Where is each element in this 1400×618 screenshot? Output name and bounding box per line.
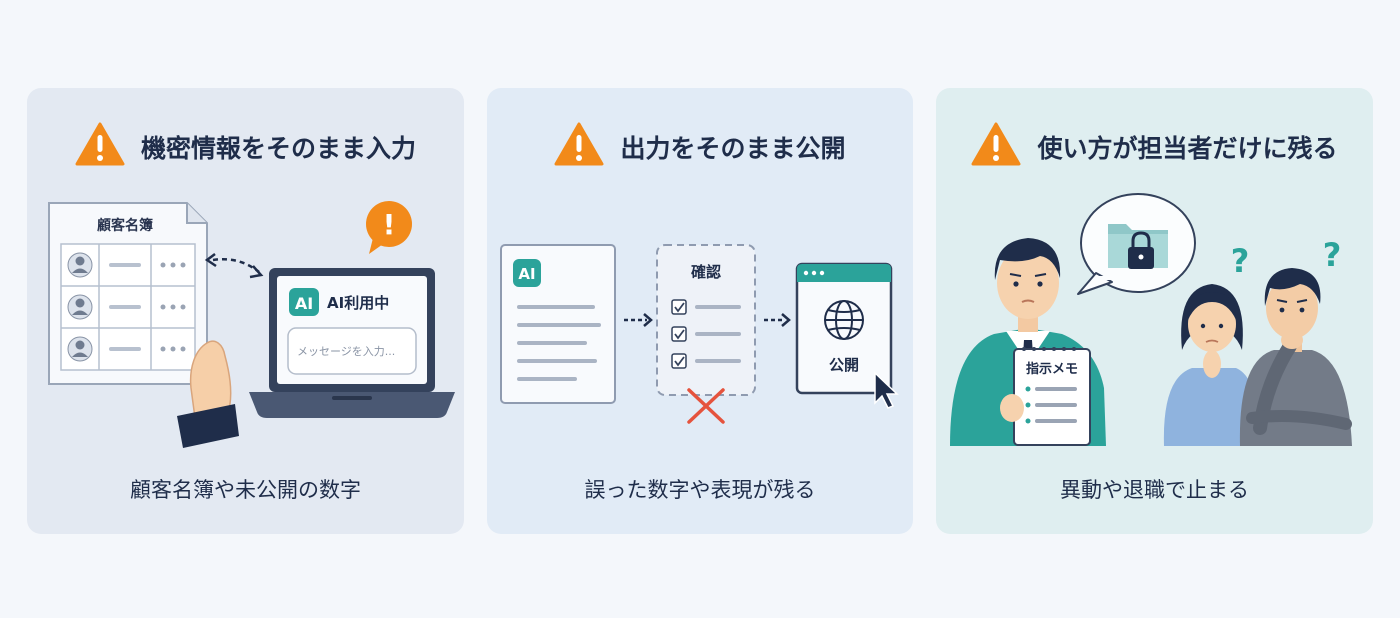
panel-publish-output: 出力をそのまま公開 AI 確認 (487, 88, 913, 534)
globe-icon (824, 300, 864, 340)
panel-confidential-input: 機密情報をそのまま入力 顧客名簿 (27, 88, 464, 534)
panel-title: 使い方が担当者だけに残る (936, 128, 1373, 166)
ai-badge-icon (289, 288, 319, 316)
customer-list-document: 顧客名簿 (48, 202, 208, 385)
panel-title: 出力をそのまま公開 (487, 128, 913, 166)
panel-title: 機密情報をそのまま入力 (27, 128, 464, 166)
memo-title: 指示メモ (1026, 361, 1078, 377)
review-title: 確認 (690, 263, 721, 281)
user-icon (67, 252, 93, 278)
user-icon (67, 336, 93, 362)
checkbox-icon (671, 353, 687, 369)
lock-icon (1128, 231, 1154, 269)
message-input-placeholder: メッセージを入力... (297, 345, 395, 358)
cursor-icon (874, 371, 899, 409)
question-mark: ? (1231, 242, 1250, 280)
confidential-illustration: 顧客名簿 (48, 201, 455, 448)
person-with-memo: 指示メモ (950, 238, 1106, 446)
hand-illustration (177, 340, 239, 448)
data-flow-arrow (204, 253, 264, 279)
svg-text:!: ! (383, 208, 396, 241)
publish-label: 公開 (829, 356, 859, 374)
browser-window: 公開 (795, 262, 893, 395)
question-mark: ? (1323, 236, 1342, 274)
review-checklist: 確認 (656, 244, 756, 396)
confused-woman (1163, 284, 1260, 446)
alert-bubble: ! (366, 201, 412, 254)
flow-arrow (624, 313, 653, 327)
ai-status-label: AI利用中 (327, 294, 389, 312)
panel-knowledge-silo: 使い方が担当者だけに残る ? ? (936, 88, 1373, 534)
svg-text:AI: AI (295, 294, 313, 313)
flow-arrow (764, 313, 791, 327)
panel-caption: 誤った数字や表現が残る (584, 478, 816, 502)
svg-text:AI: AI (518, 265, 535, 283)
user-icon (67, 294, 93, 320)
cross-icon (687, 388, 725, 424)
panel-caption: 顧客名簿や未公開の数字 (130, 478, 361, 502)
publish-illustration: AI 確認 (500, 244, 899, 424)
document-title: 顧客名簿 (97, 217, 153, 234)
locked-folder-bubble (1077, 193, 1196, 295)
ai-badge-icon (513, 259, 541, 287)
laptop-icon: AI AI利用中 メッセージを入力... (249, 268, 455, 418)
ai-output-document: AI (500, 244, 616, 404)
checkbox-icon (671, 326, 687, 342)
confused-man (1239, 268, 1352, 446)
message-input[interactable] (287, 327, 417, 375)
checkbox-icon (671, 299, 687, 315)
panel-caption: 異動や退職で止まる (1060, 478, 1249, 502)
instruction-memo: 指示メモ (1013, 347, 1091, 446)
knowledge-silo-illustration: ? ? 指示メモ (950, 193, 1352, 446)
